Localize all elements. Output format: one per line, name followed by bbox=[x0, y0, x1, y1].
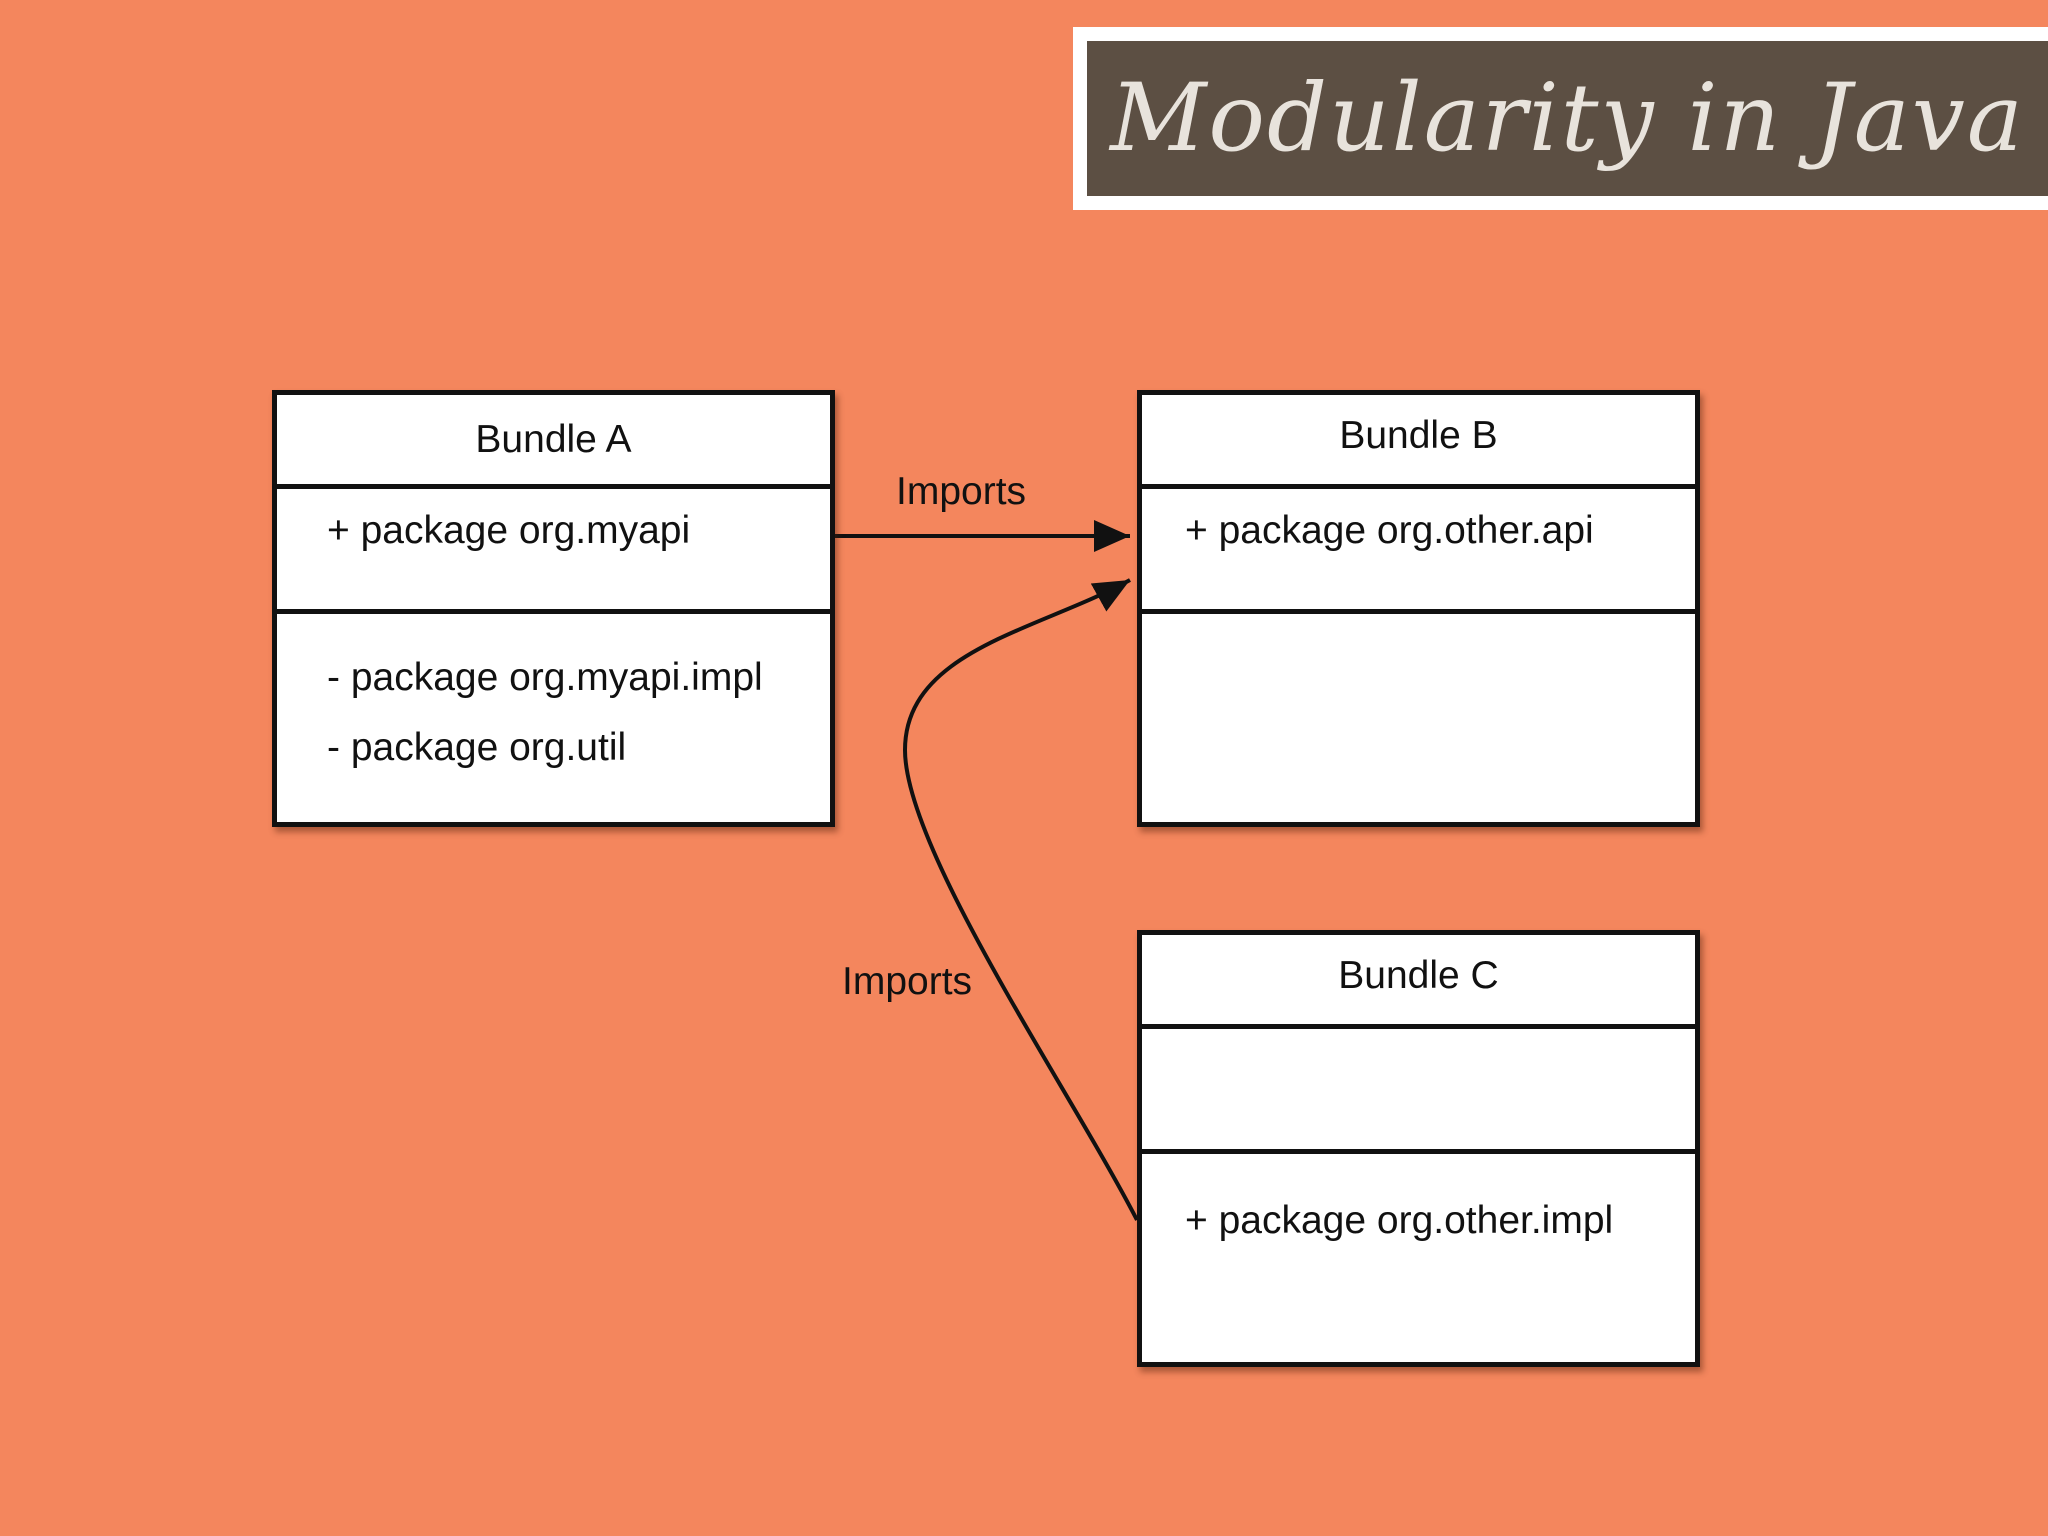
bundle-b-exported-package: + package org.other.api bbox=[1185, 509, 1594, 552]
bundle-c-header: Bundle C bbox=[1142, 935, 1695, 1029]
bundle-c-private: + package org.other.impl bbox=[1142, 1154, 1695, 1362]
bundle-b-name: Bundle B bbox=[1339, 413, 1498, 457]
bundle-c-private-package: + package org.other.impl bbox=[1185, 1199, 1614, 1242]
bundle-c-name: Bundle C bbox=[1338, 953, 1499, 997]
bundle-a-private-package: - package org.myapi.impl bbox=[327, 656, 763, 699]
bundle-c-exported bbox=[1142, 1029, 1695, 1154]
bundle-b-exported: + package org.other.api bbox=[1142, 489, 1695, 614]
bundle-b: Bundle B + package org.other.api bbox=[1137, 390, 1700, 827]
bundle-b-header: Bundle B bbox=[1142, 395, 1695, 489]
bundle-a-private: - package org.myapi.impl - package org.u… bbox=[277, 614, 830, 822]
title-frame: Modularity in Java bbox=[1073, 27, 2048, 210]
bundle-b-private bbox=[1142, 614, 1695, 822]
edge-label-c-b: Imports bbox=[842, 960, 973, 1003]
bundle-a-header: Bundle A bbox=[277, 395, 830, 489]
bundle-a-exported-package: + package org.myapi bbox=[327, 509, 691, 552]
bundle-a: Bundle A + package org.myapi - package o… bbox=[272, 390, 835, 827]
slide-title: Modularity in Java bbox=[1110, 64, 2025, 173]
bundle-c: Bundle C + package org.other.impl bbox=[1137, 930, 1700, 1367]
bundle-a-exported: + package org.myapi bbox=[277, 489, 830, 614]
title-banner: Modularity in Java bbox=[1087, 41, 2048, 196]
bundle-a-private-package: - package org.util bbox=[327, 726, 627, 769]
edge-label-a-b: Imports bbox=[896, 470, 1027, 513]
bundle-a-name: Bundle A bbox=[475, 417, 632, 461]
edge-c-to-b bbox=[902, 578, 1139, 1221]
